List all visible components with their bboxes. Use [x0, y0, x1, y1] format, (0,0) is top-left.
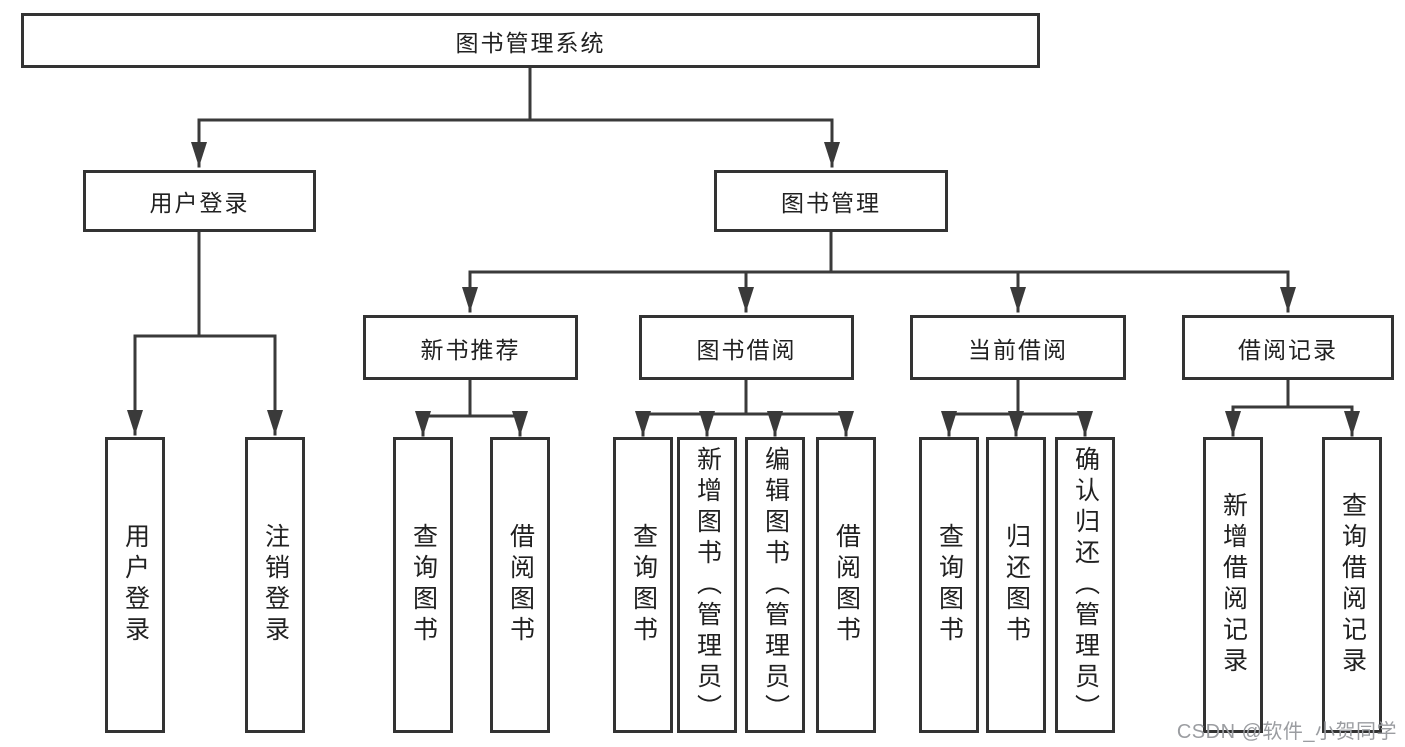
leaf-query-books-borrow: 查询图书: [613, 437, 673, 733]
leaf-confirm-return-admin-label: 确认归还（管理员）: [1071, 445, 1100, 725]
leaf-query-books-borrow-label: 查询图书: [629, 523, 658, 647]
leaf-query-borrow-record: 查询借阅记录: [1322, 437, 1382, 733]
leaf-add-borrow-record-label: 新增借阅记录: [1219, 492, 1248, 678]
leaf-add-book-admin: 新增图书（管理员）: [677, 437, 737, 733]
node-borrow-records: 借阅记录: [1182, 315, 1394, 380]
node-book-management: 图书管理: [714, 170, 948, 232]
node-current-borrow: 当前借阅: [910, 315, 1126, 380]
leaf-query-books-current: 查询图书: [919, 437, 979, 733]
node-book-management-label: 图书管理: [781, 190, 881, 216]
leaf-query-books-recommend-label: 查询图书: [409, 523, 438, 647]
leaf-user-login: 用户登录: [105, 437, 165, 733]
node-user-login-label: 用户登录: [149, 190, 250, 216]
node-borrow-records-label: 借阅记录: [1238, 336, 1338, 363]
leaf-confirm-return-admin: 确认归还（管理员）: [1055, 437, 1115, 733]
leaf-user-login-label: 用户登录: [121, 523, 150, 647]
leaf-return-book-label: 归还图书: [1002, 523, 1031, 647]
node-user-login: 用户登录: [83, 170, 316, 232]
leaf-query-borrow-record-label: 查询借阅记录: [1338, 492, 1367, 678]
watermark: CSDN @软件_小贺同学: [1176, 721, 1397, 743]
leaf-logout-label: 注销登录: [261, 523, 290, 647]
node-new-book-recommend: 新书推荐: [363, 315, 578, 380]
leaf-borrow-books-recommend: 借阅图书: [490, 437, 550, 733]
node-current-borrow-label: 当前借阅: [968, 336, 1068, 363]
leaf-add-borrow-record: 新增借阅记录: [1203, 437, 1263, 733]
leaf-add-book-admin-label: 新增图书（管理员）: [693, 445, 722, 725]
node-root: 图书管理系统: [21, 13, 1040, 68]
leaf-query-books-current-label: 查询图书: [935, 523, 964, 647]
node-new-book-recommend-label: 新书推荐: [420, 336, 521, 363]
node-book-borrow: 图书借阅: [639, 315, 854, 380]
leaf-edit-book-admin-label: 编辑图书（管理员）: [761, 445, 790, 725]
leaf-borrow-books-recommend-label: 借阅图书: [506, 523, 535, 647]
leaf-query-books-recommend: 查询图书: [393, 437, 453, 733]
leaf-return-book: 归还图书: [986, 437, 1046, 733]
leaf-edit-book-admin: 编辑图书（管理员）: [745, 437, 805, 733]
leaf-logout: 注销登录: [245, 437, 305, 733]
leaf-borrow-books: 借阅图书: [816, 437, 876, 733]
node-root-label: 图书管理系统: [455, 29, 606, 56]
leaf-borrow-books-label: 借阅图书: [832, 523, 861, 647]
node-book-borrow-label: 图书借阅: [696, 336, 797, 363]
